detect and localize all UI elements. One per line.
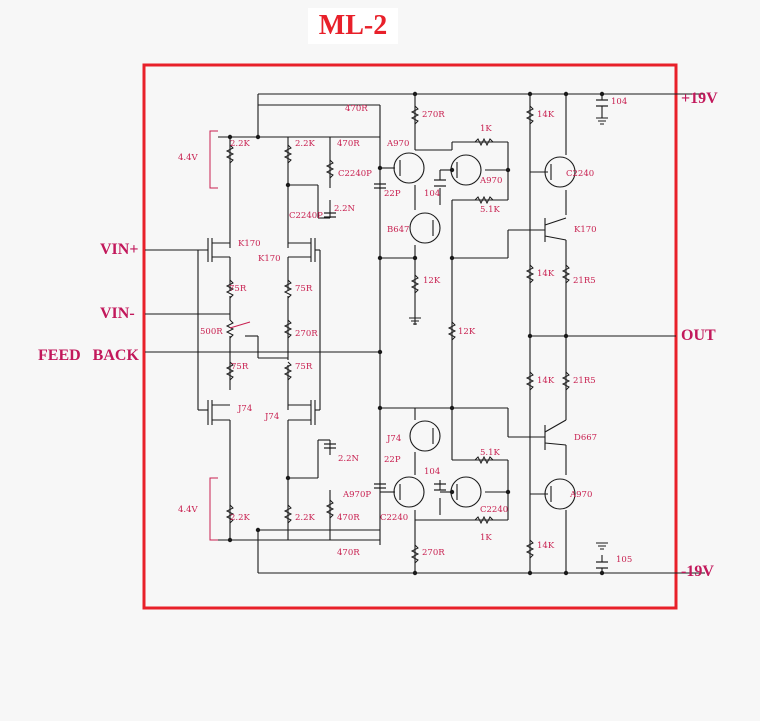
component-label: 21R5 <box>573 276 596 286</box>
component-label: 5.1K <box>480 205 501 215</box>
vminus-label: -19V <box>681 563 714 580</box>
component-label: 2.2K <box>295 513 316 523</box>
component-label: J74 <box>237 404 252 414</box>
component-label: 2.2K <box>295 139 316 149</box>
component-label: 2.2N <box>338 454 360 464</box>
component-label: C2240 <box>480 505 508 515</box>
component-label: 4.4V <box>178 505 199 515</box>
component-label: 75R <box>231 362 249 372</box>
component-label: 14K <box>537 376 555 386</box>
component-label: C2240P <box>289 211 323 221</box>
component-label: 2.2K <box>230 139 251 149</box>
component-label: 75R <box>295 284 313 294</box>
component-label: A970P <box>342 490 371 500</box>
component-label: 470R <box>337 139 360 149</box>
component-label: 270R <box>295 329 318 339</box>
component-labels: 470R 104 270R 14K 2.2K 2.2K 470R 1K A970 4.4V C224… <box>178 97 632 565</box>
component-label: 5.1K <box>480 448 501 458</box>
vin-minus-label: VIN- <box>100 305 135 322</box>
component-label: 2.2N <box>334 204 356 214</box>
component-label: A970 <box>479 176 502 186</box>
component-label: 104 <box>424 189 440 199</box>
component-label: B647 <box>387 225 409 235</box>
component-label: A970 <box>386 139 409 149</box>
component-label: 1K <box>480 124 492 134</box>
component-label: 22P <box>384 189 401 199</box>
feedback-label: FEED BACK <box>38 347 139 364</box>
component-label: K170 <box>258 254 281 264</box>
component-label: K170 <box>238 239 261 249</box>
component-label: 104 <box>424 467 440 477</box>
component-label: C2240 <box>380 513 408 523</box>
vplus-label: +19V <box>681 90 718 107</box>
ground-symbols <box>409 117 608 550</box>
component-label: 14K <box>537 269 555 279</box>
vin-plus-label: VIN+ <box>100 241 139 258</box>
out-label: OUT <box>681 327 716 344</box>
component-label: J74 <box>386 434 401 444</box>
component-label: 2.2K <box>230 513 251 523</box>
component-label: 105 <box>616 555 632 565</box>
capacitors <box>324 99 608 569</box>
component-label: 14K <box>537 541 555 551</box>
wiring <box>145 93 705 574</box>
bias-markers <box>209 130 251 541</box>
component-label: J74 <box>264 412 279 422</box>
component-label: A970 <box>569 490 592 500</box>
page-title: ML-2 <box>308 8 398 44</box>
component-label: 470R <box>337 548 360 558</box>
component-label: 470R <box>345 104 368 114</box>
component-label: 14K <box>537 110 555 120</box>
component-label: 22P <box>384 455 401 465</box>
component-label: C2240P <box>338 169 372 179</box>
component-label: 75R <box>229 284 247 294</box>
component-label: 12K <box>458 327 476 337</box>
component-label: 12K <box>423 276 441 286</box>
component-label: C2240 <box>566 169 594 179</box>
transistors <box>393 152 576 510</box>
component-label: K170 <box>574 225 597 235</box>
component-label: 75R <box>295 362 313 372</box>
component-label: 104 <box>611 97 627 107</box>
junction-dots <box>227 91 605 576</box>
component-label: 500R <box>200 327 223 337</box>
component-label: D667 <box>574 433 597 443</box>
component-label: 270R <box>422 110 445 120</box>
component-label: 1K <box>480 533 492 543</box>
component-label: 4.4V <box>178 153 199 163</box>
component-label: 270R <box>422 548 445 558</box>
component-label: 470R <box>337 513 360 523</box>
resistors <box>225 105 571 564</box>
component-label: 21R5 <box>573 376 596 386</box>
